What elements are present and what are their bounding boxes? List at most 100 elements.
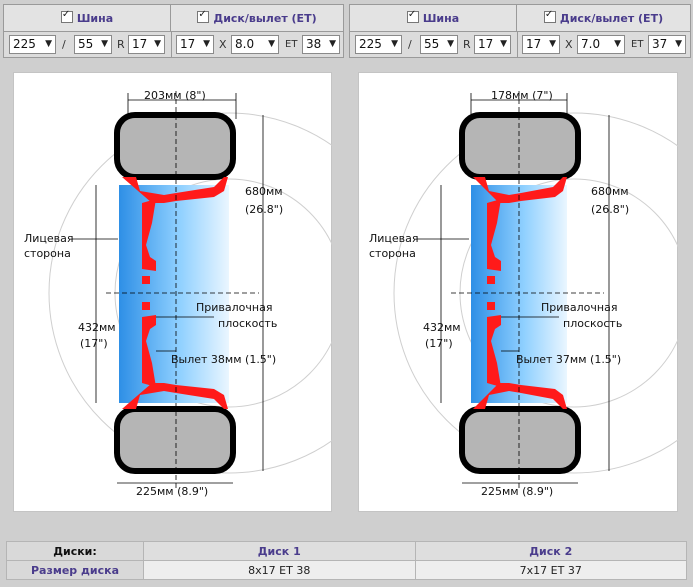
wheel-width-value: 7.0 — [581, 37, 601, 51]
wheel-outline-circle — [48, 112, 333, 474]
chevron-down-icon: ▼ — [45, 39, 52, 49]
rim-flange-bottom — [473, 383, 567, 409]
wheel-spec-table: Диски: Диск 1 Диск 2 Размер диска 8x17 E… — [6, 541, 687, 580]
tire-header-2[interactable]: Шина — [350, 5, 517, 32]
rim-diameter-mm: 432мм — [423, 321, 461, 334]
hub-face-upper — [487, 276, 495, 284]
tire-label-2: Шина — [422, 11, 460, 25]
chevron-down-icon: ▼ — [675, 39, 682, 49]
tire-profile-select-1[interactable]: 55 ▼ — [74, 35, 112, 54]
et-separator: ET — [631, 39, 644, 50]
slash-separator: / — [408, 38, 412, 51]
mount-label-line-2: плоскость — [563, 317, 622, 330]
wheel-label-1: Диск/вылет (ET) — [213, 11, 317, 25]
tire-profile-value: 55 — [78, 37, 94, 51]
tire-profile-select-2[interactable]: 55 ▼ — [420, 35, 458, 54]
face-label-line-1: Лицевая — [369, 232, 419, 245]
divider — [517, 32, 518, 57]
disc-spoke-upper — [487, 199, 501, 271]
rim-diameter-in: (17") — [80, 337, 108, 350]
disk-2-size-value: 7x17 ET 37 — [414, 560, 687, 580]
r-separator: R — [463, 38, 471, 51]
tire-top — [459, 112, 581, 180]
tire-width-value: 225 — [359, 37, 382, 51]
chevron-down-icon: ▼ — [203, 39, 210, 49]
disc-spoke-lower — [142, 315, 156, 387]
wheel-diameter-value: 17 — [180, 37, 196, 51]
tire-bottom — [459, 406, 581, 474]
wheel-header-1[interactable]: Диск/вылет (ET) — [171, 5, 343, 32]
wheel-header-2[interactable]: Диск/вылет (ET) — [517, 5, 690, 32]
mount-label-line-1: Привалочная — [196, 301, 272, 314]
x-separator: X — [219, 38, 227, 51]
chevron-down-icon: ▼ — [549, 39, 556, 49]
outer-diameter-in: (26.8") — [591, 203, 629, 216]
slash-separator: / — [62, 38, 66, 51]
chevron-down-icon: ▼ — [154, 39, 161, 49]
tire-checkbox-1[interactable] — [60, 9, 73, 23]
wheel-diameter-value: 17 — [526, 37, 542, 51]
tire-checkbox-2[interactable] — [406, 9, 419, 23]
rim-diameter-in: (17") — [425, 337, 453, 350]
tire-width-label: 225мм (8.9") — [136, 485, 208, 498]
wheel-checkbox-1[interactable] — [197, 9, 210, 23]
rim-diameter-mm: 432мм — [78, 321, 116, 334]
chevron-down-icon: ▼ — [447, 39, 454, 49]
divider — [171, 32, 172, 57]
tire-wheel-panel-2: Шина Диск/вылет (ET) 225 ▼ / 55 ▼ R 17 ▼ 17… — [349, 4, 691, 58]
wheel-diameter-select-2[interactable]: 17 ▼ — [522, 35, 560, 54]
top-width-label: 203мм (8") — [144, 89, 206, 102]
wheel-width-select-1[interactable]: 8.0▼ — [231, 35, 279, 54]
offset-label: Вылет 37мм (1.5") — [516, 353, 621, 366]
table-header-disk-1: Диск 1 — [143, 541, 416, 561]
row-label-disk-size: Размер диска — [6, 560, 144, 580]
chevron-down-icon: ▼ — [500, 39, 507, 49]
chevron-down-icon: ▼ — [391, 39, 398, 49]
hub-face-lower — [142, 302, 150, 310]
outer-diameter-mm: 680мм — [245, 185, 283, 198]
tire-width-value: 225 — [13, 37, 36, 51]
tire-wheel-panel-1: Шина Диск/вылет (ET) 225▼ / 55▼ R 17▼ 17… — [3, 4, 344, 58]
tire-header-1[interactable]: Шина — [4, 5, 171, 32]
top-width-label: 178мм (7") — [491, 89, 553, 102]
disc-spoke-lower — [487, 315, 501, 387]
rim-flange-top — [473, 177, 567, 203]
tire-width-label: 225мм (8.9") — [481, 485, 553, 498]
wheel-offset-value: 37 — [652, 37, 668, 51]
table-row: Размер диска 8x17 ET 38 7x17 ET 37 — [6, 560, 687, 580]
wheel-outline-circle — [393, 112, 679, 474]
rim-flange-top — [122, 177, 228, 203]
tire-width-select-1[interactable]: 225 ▼ — [9, 35, 56, 54]
tire-rim-value: 17 — [478, 37, 494, 51]
x-separator: X — [565, 38, 573, 51]
table-header-disk-2: Диск 2 — [414, 541, 687, 561]
face-label-line-1: Лицевая — [24, 232, 74, 245]
chevron-down-icon: ▼ — [329, 39, 336, 49]
chevron-down-icon: ▼ — [101, 39, 108, 49]
wheel-label-2: Диск/вылет (ET) — [559, 11, 664, 25]
tire-rim-select-1[interactable]: 17 ▼ — [128, 35, 165, 54]
outer-diameter-in: (26.8") — [245, 203, 283, 216]
mount-label-line-1: Привалочная — [541, 301, 617, 314]
tire-rim-value: 17 — [132, 37, 148, 51]
wheel-offset-select-2[interactable]: 37 ▼ — [648, 35, 686, 54]
face-label-line-2: сторона — [369, 247, 416, 260]
wheel-width-select-2[interactable]: 7.0▼ — [577, 35, 625, 54]
wheel-diagram-2: 178мм (7") 680мм (26.8") Лицевая сторона… — [358, 72, 679, 512]
disk-1-size-value: 8x17 ET 38 — [143, 560, 416, 580]
tire-profile-value: 55 — [424, 37, 440, 51]
wheel-offset-select-1[interactable]: 38▼ — [302, 35, 340, 54]
wheel-width-value: 8.0 — [235, 37, 255, 51]
outer-diameter-mm: 680мм — [591, 185, 629, 198]
face-label-line-2: сторона — [24, 247, 71, 260]
wheel-checkbox-2[interactable] — [543, 9, 556, 23]
table-header-label: Диски: — [6, 541, 144, 561]
mount-label-line-2: плоскость — [218, 317, 277, 330]
et-separator: ET — [285, 39, 298, 50]
rim-flange-bottom — [122, 383, 228, 409]
disc-spoke-upper — [142, 199, 156, 271]
wheel-diameter-select-1[interactable]: 17 ▼ — [176, 35, 214, 54]
tire-label-1: Шина — [76, 11, 114, 25]
tire-rim-select-2[interactable]: 17 ▼ — [474, 35, 511, 54]
tire-width-select-2[interactable]: 225 ▼ — [355, 35, 402, 54]
